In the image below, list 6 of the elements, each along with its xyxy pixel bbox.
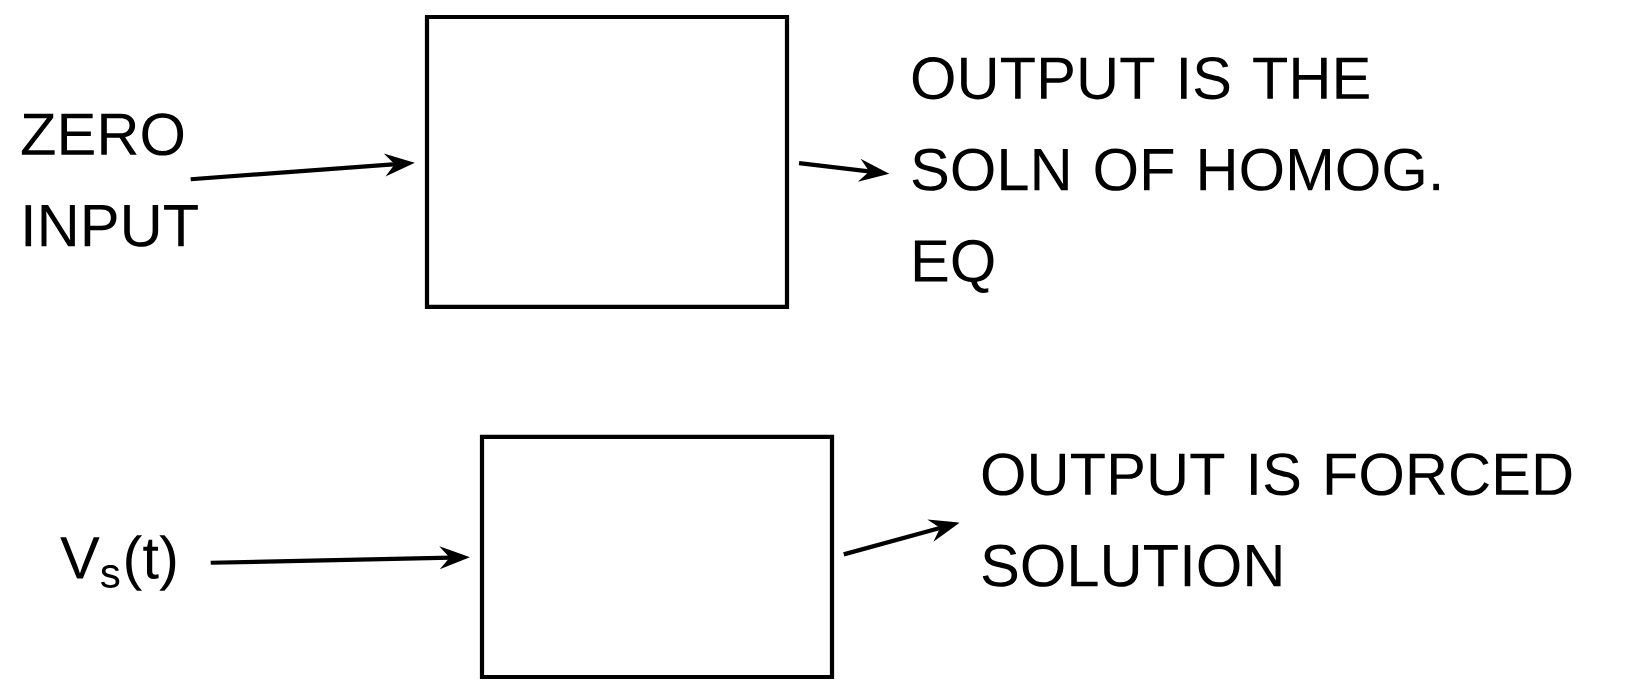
- handwritten-text: OUTPUT IS THE SOLN OF HOMOG. EQ: [912, 57, 1439, 293]
- block-box: [424, 14, 790, 310]
- handwritten-text: V$_{s}$(t): [60, 535, 176, 591]
- block-box: [479, 434, 835, 680]
- handwritten-text: OUTPUT IS FORCED SOLUTION: [982, 453, 1572, 587]
- handwritten-text: ZERO INPUT: [21, 113, 198, 247]
